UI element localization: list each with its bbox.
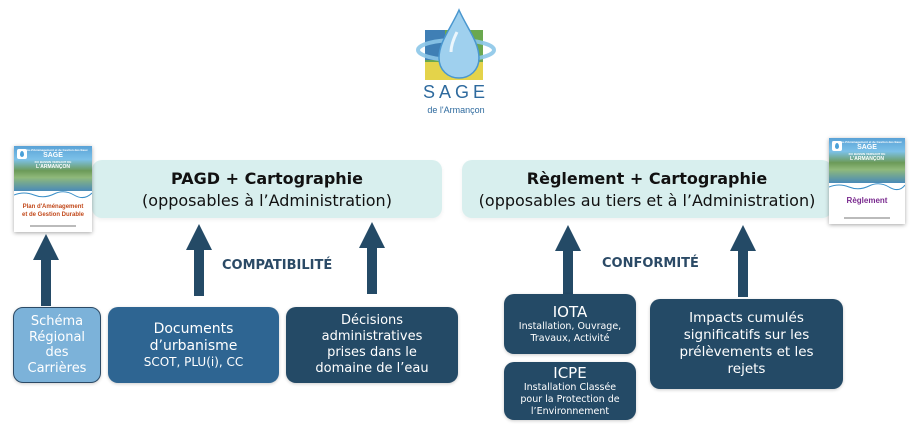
conformity-label: CONFORMITÉ (602, 256, 699, 271)
box-line: Carrières (27, 360, 87, 376)
cover-header-big: SAGE (43, 152, 63, 159)
water-drop-icon (416, 8, 496, 80)
cover-header-small: Schéma d'Aménagement et de Gestion des E… (832, 140, 902, 144)
compatibility-label: COMPATIBILITÉ (222, 258, 333, 273)
arrow-up-icon (555, 225, 581, 297)
arrow-up-icon (359, 222, 385, 294)
impacts-cumules-box: Impacts cumulés significatifs sur les pr… (650, 299, 843, 389)
cover-title-line1: Plan d'Aménagement (22, 203, 84, 210)
pagd-banner-subtitle: (opposables à l’Administration) (142, 191, 392, 210)
icpe-name: ICPE (553, 364, 587, 382)
cover-header-name: L'ARMANÇON (850, 156, 884, 162)
mini-logo-icon (832, 141, 842, 151)
cover-photo (14, 146, 92, 191)
cover-title: Plan d'Aménagement et de Gestion Durable (14, 203, 92, 219)
logo-subtitle: de l'Armançon (427, 105, 485, 115)
box-line: des (45, 345, 69, 360)
iota-name: IOTA (552, 303, 588, 321)
box-line: d’urbanisme (149, 337, 238, 354)
box-line: administratives (321, 329, 423, 344)
reglement-banner-title: Règlement + Cartographie (526, 169, 768, 188)
wave-decoration-icon (829, 183, 905, 191)
box-line: Installation, Ouvrage, (518, 321, 622, 332)
box-line: significatifs sur les (683, 327, 810, 343)
arrow-up-icon (33, 234, 59, 306)
box-line: l’Environnement (530, 406, 610, 417)
box-line: prélèvements et les (679, 344, 814, 360)
logo-title: SAGE (422, 82, 490, 102)
pagd-banner: PAGD + Cartographie (opposables à l’Admi… (92, 160, 442, 218)
cover-header-name: L'ARMANÇON (36, 164, 70, 170)
cover-header-big: SAGE (857, 144, 877, 151)
box-line: Schéma (30, 314, 84, 329)
decisions-administratives-box: Décisions administratives prises dans le… (286, 307, 458, 383)
pagd-document-cover: Schéma d'Aménagement et de Gestion des E… (14, 146, 92, 232)
box-line: prises dans le (327, 345, 417, 360)
cover-footnote (844, 217, 890, 219)
arrow-up-icon (186, 224, 212, 296)
box-line: domaine de l’eau (315, 361, 429, 376)
cover-header: Schéma d'Aménagement et de Gestion des E… (14, 148, 92, 170)
arrow-up-icon (730, 225, 756, 297)
reglement-banner: Règlement + Cartographie (opposables au … (462, 160, 832, 218)
documents-urbanisme-box: Documents d’urbanisme SCOT, PLU(i), CC (108, 307, 279, 383)
cover-header: Schéma d'Aménagement et de Gestion des E… (829, 140, 905, 162)
box-line: Travaux, Activité (530, 333, 610, 344)
icpe-box: ICPE Installation Classée pour la Protec… (504, 362, 636, 420)
cover-footnote (29, 225, 77, 227)
cover-header-sub: DU BASSIN VERSANT DE (34, 160, 72, 164)
cover-title: Règlement (846, 196, 888, 206)
box-line: Documents (153, 320, 234, 337)
box-line: Installation Classée (523, 382, 617, 393)
box-line: SCOT, PLU(i), CC (143, 354, 244, 369)
wave-decoration-icon (14, 191, 92, 199)
cover-header-sub: DU BASSIN VERSANT DE (848, 152, 886, 156)
reglement-document-cover: Schéma d'Aménagement et de Gestion des E… (829, 138, 905, 224)
box-line: pour la Protection de (520, 394, 620, 405)
box-line: Décisions (340, 313, 404, 328)
mini-logo-icon (17, 149, 27, 159)
box-line: rejets (727, 361, 766, 377)
iota-box: IOTA Installation, Ouvrage, Travaux, Act… (504, 294, 636, 354)
schema-regional-box: Schéma Régional des Carrières (13, 307, 101, 383)
cover-title-line2: et de Gestion Durable (21, 211, 84, 218)
sage-logo: SAGE de l'Armançon (411, 6, 501, 116)
pagd-banner-title: PAGD + Cartographie (171, 169, 363, 188)
box-line: Régional (28, 329, 86, 345)
cover-header-small: Schéma d'Aménagement et de Gestion des E… (18, 148, 88, 152)
box-line: Impacts cumulés (689, 310, 804, 326)
reglement-banner-subtitle: (opposables au tiers et à l’Administrati… (478, 191, 816, 210)
